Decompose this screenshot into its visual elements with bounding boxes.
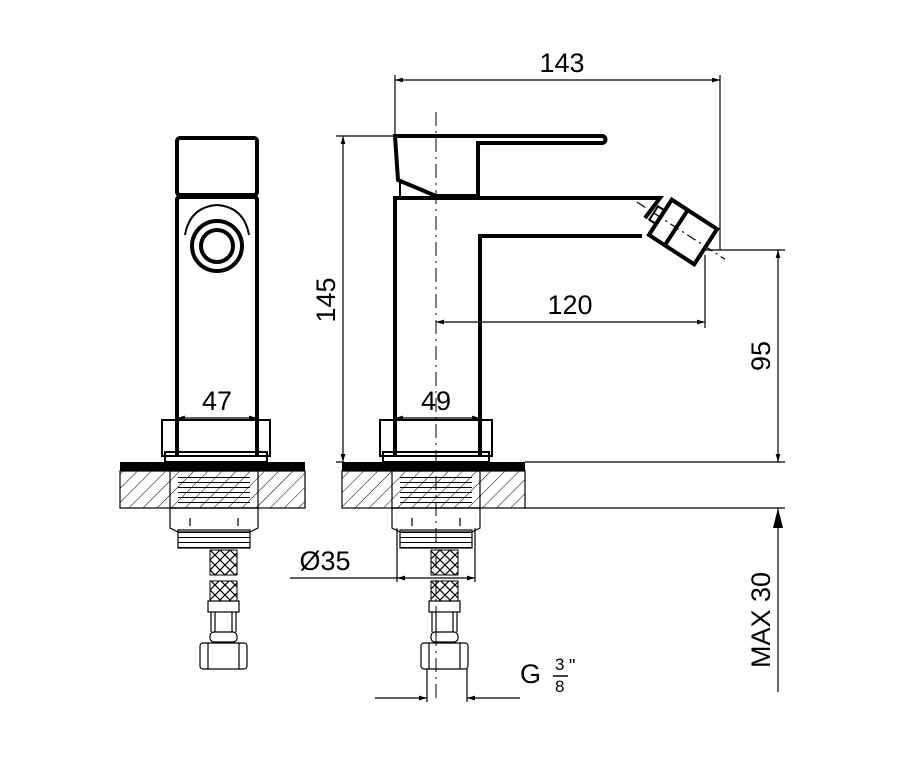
body-side bbox=[175, 195, 259, 455]
hose-nut bbox=[420, 642, 469, 670]
svg-text:3: 3 bbox=[555, 655, 564, 674]
countertop bbox=[342, 462, 525, 471]
dim-spout-height: 95 bbox=[746, 341, 776, 371]
handle-side bbox=[175, 136, 259, 197]
dim-hole-diameter: Ø35 bbox=[299, 546, 350, 576]
dim-spout-reach: 120 bbox=[547, 290, 592, 320]
nut bbox=[169, 507, 259, 533]
dim-connection-thread: G 3 8 " bbox=[520, 655, 575, 696]
svg-text:G: G bbox=[520, 659, 541, 689]
svg-text:8: 8 bbox=[555, 677, 564, 696]
braided-hose bbox=[430, 549, 459, 576]
dim-overall-height: 145 bbox=[311, 277, 341, 322]
countertop bbox=[120, 462, 305, 471]
dim-side-width: 47 bbox=[202, 386, 232, 416]
lever-handle bbox=[392, 134, 608, 198]
dim-overall-width: 143 bbox=[539, 48, 584, 78]
spout-body bbox=[393, 196, 664, 455]
dim-max-thickness: MAX 30 bbox=[746, 572, 776, 668]
svg-text:": " bbox=[569, 656, 575, 676]
front-view: 143 145 120 95 49 Ø35 G 3 8 " MAX 30 bbox=[290, 48, 785, 702]
side-view: 47 bbox=[119, 136, 306, 670]
hose-nut bbox=[199, 642, 248, 670]
outlet-circle bbox=[190, 219, 244, 273]
braided-hose bbox=[209, 549, 238, 576]
dim-body-width: 49 bbox=[421, 386, 451, 416]
